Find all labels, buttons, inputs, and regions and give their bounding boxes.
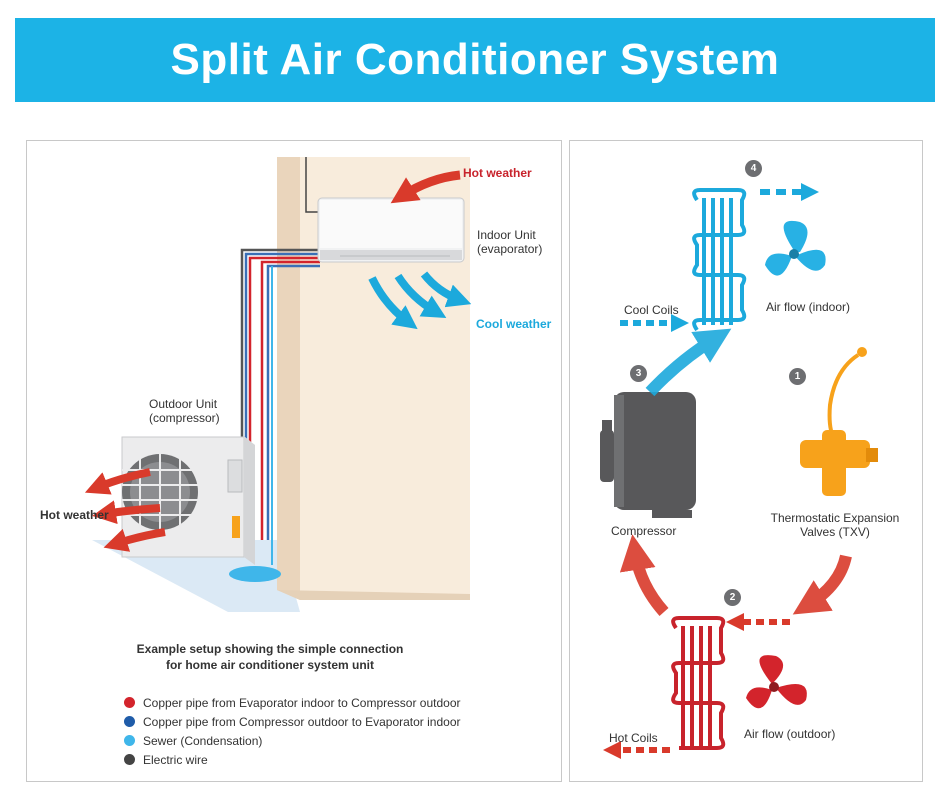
txv-label-line2: Valves (TXV) xyxy=(800,525,870,539)
wall xyxy=(277,157,300,600)
wall-bottom xyxy=(277,590,470,600)
legend-label: Copper pipe from Compressor outdoor to E… xyxy=(143,714,461,729)
caption-line1: Example setup showing the simple connect… xyxy=(136,642,404,656)
air-flow-indoor-label: Air flow (indoor) xyxy=(766,300,851,314)
txv-to-coils-arrow xyxy=(792,554,852,615)
cool-coils-label: Cool Coils xyxy=(624,303,679,317)
compressor-to-coils-arrow xyxy=(645,328,732,397)
legend-item-copper-comp-to-evap: Copper pipe from Compressor outdoor to E… xyxy=(124,712,461,731)
cool-coils-graphic xyxy=(692,188,747,332)
outdoor-unit xyxy=(121,436,255,565)
hot-coils-graphic xyxy=(671,616,726,750)
electric-wire xyxy=(305,157,320,213)
air-flow-outdoor-label: Air flow (outdoor) xyxy=(744,727,836,741)
indoor-unit-label-line1: Indoor Unit xyxy=(477,228,536,242)
cool-air-arrows xyxy=(368,271,472,330)
indoor-unit-label-line2: (evaporator) xyxy=(477,242,543,256)
legend: Copper pipe from Evaporator indoor to Co… xyxy=(124,693,461,769)
outdoor-unit-label: Outdoor Unit (compressor) xyxy=(149,397,220,425)
fan-outdoor-graphic xyxy=(746,655,807,709)
hot-coils-label: Hot Coils xyxy=(609,731,658,745)
compressor-label: Compressor xyxy=(611,524,677,538)
compressor-graphic xyxy=(600,392,696,518)
fan-indoor-graphic xyxy=(765,220,826,276)
cool-weather-label: Cool weather xyxy=(476,317,552,331)
indoor-unit xyxy=(317,197,465,263)
legend-label: Electric wire xyxy=(143,752,208,767)
step-badge-4: 4 xyxy=(745,160,762,177)
legend-dot-light-blue xyxy=(124,735,135,746)
txv-label-line1: Thermostatic Expansion xyxy=(770,511,900,525)
title-banner: Split Air Conditioner System xyxy=(15,18,935,102)
legend-dot-dark xyxy=(124,754,135,765)
legend-dot-blue xyxy=(124,716,135,727)
water-puddle xyxy=(229,566,281,582)
legend-item-electric-wire: Electric wire xyxy=(124,750,461,769)
legend-item-copper-evap-to-comp: Copper pipe from Evaporator indoor to Co… xyxy=(124,693,461,712)
step-badge-3: 3 xyxy=(630,365,647,382)
caption-line2: for home air conditioner system unit xyxy=(165,658,375,672)
legend-label: Sewer (Condensation) xyxy=(143,733,263,748)
txv-label: Thermostatic Expansion Valves (TXV) xyxy=(765,511,905,539)
caption: Example setup showing the simple connect… xyxy=(120,641,420,673)
hot-weather-arrow-top xyxy=(390,170,461,204)
coils-to-compressor-arrow xyxy=(619,534,669,616)
step-badge-1: 1 xyxy=(789,368,806,385)
outdoor-unit-label-line1: Outdoor Unit xyxy=(149,397,218,411)
legend-dot-red xyxy=(124,697,135,708)
hot-air-arrows-out xyxy=(84,468,166,552)
txv-graphic xyxy=(800,347,878,496)
step-badge-2: 2 xyxy=(724,589,741,606)
outdoor-unit-label-line2: (compressor) xyxy=(149,411,220,425)
page-title: Split Air Conditioner System xyxy=(170,35,780,84)
indoor-unit-label: Indoor Unit (evaporator) xyxy=(477,228,542,256)
hot-weather-label-top: Hot weather xyxy=(463,166,532,180)
hot-weather-label-left: Hot weather xyxy=(40,508,109,522)
legend-item-sewer: Sewer (Condensation) xyxy=(124,731,461,750)
legend-label: Copper pipe from Evaporator indoor to Co… xyxy=(143,695,461,710)
